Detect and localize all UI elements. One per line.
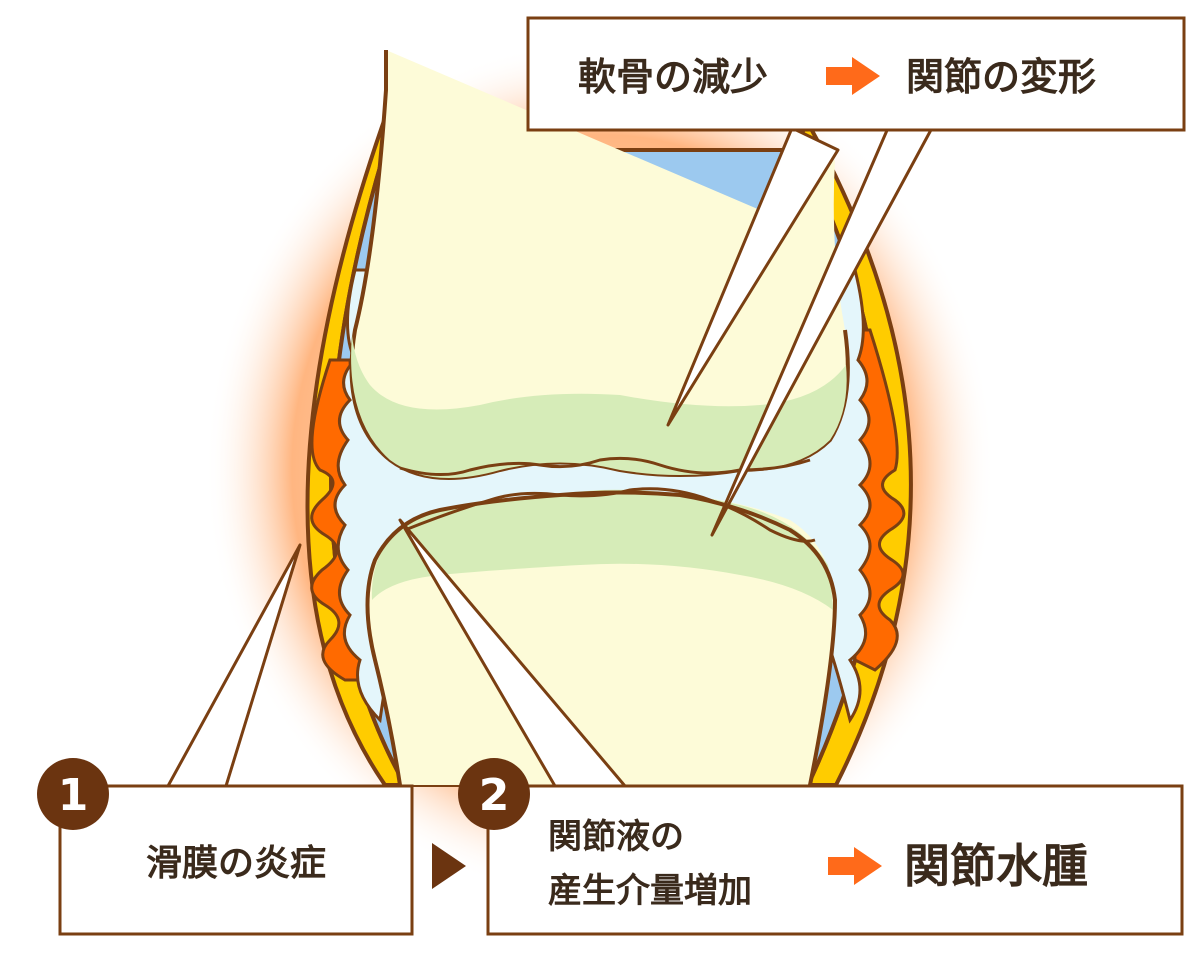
arrow-bottom — [828, 847, 882, 885]
label-joint-deformation: 関節の変形 — [906, 55, 1096, 99]
label-fluid-line2: 産生介量増加 — [548, 871, 752, 911]
badge-1 — [37, 758, 109, 830]
badge-2-number: 2 — [479, 770, 510, 821]
femur-bone — [351, 50, 848, 478]
label-fluid-line1: 関節液の — [548, 817, 684, 857]
femur-cartilage — [351, 335, 847, 478]
badge-1-number: 1 — [58, 770, 89, 821]
tibia-cartilage-surface — [404, 487, 816, 543]
label-synovitis: 滑膜の炎症 — [146, 843, 326, 884]
step-arrow — [432, 843, 466, 889]
label-box-1 — [58, 784, 414, 936]
label-cartilage-loss: 軟骨の減少 — [578, 55, 768, 99]
badge-2 — [458, 758, 530, 830]
arrow-top — [826, 57, 880, 95]
callout-top-left — [666, 126, 840, 427]
label-joint-effusion: 関節水腫 — [904, 839, 1088, 893]
